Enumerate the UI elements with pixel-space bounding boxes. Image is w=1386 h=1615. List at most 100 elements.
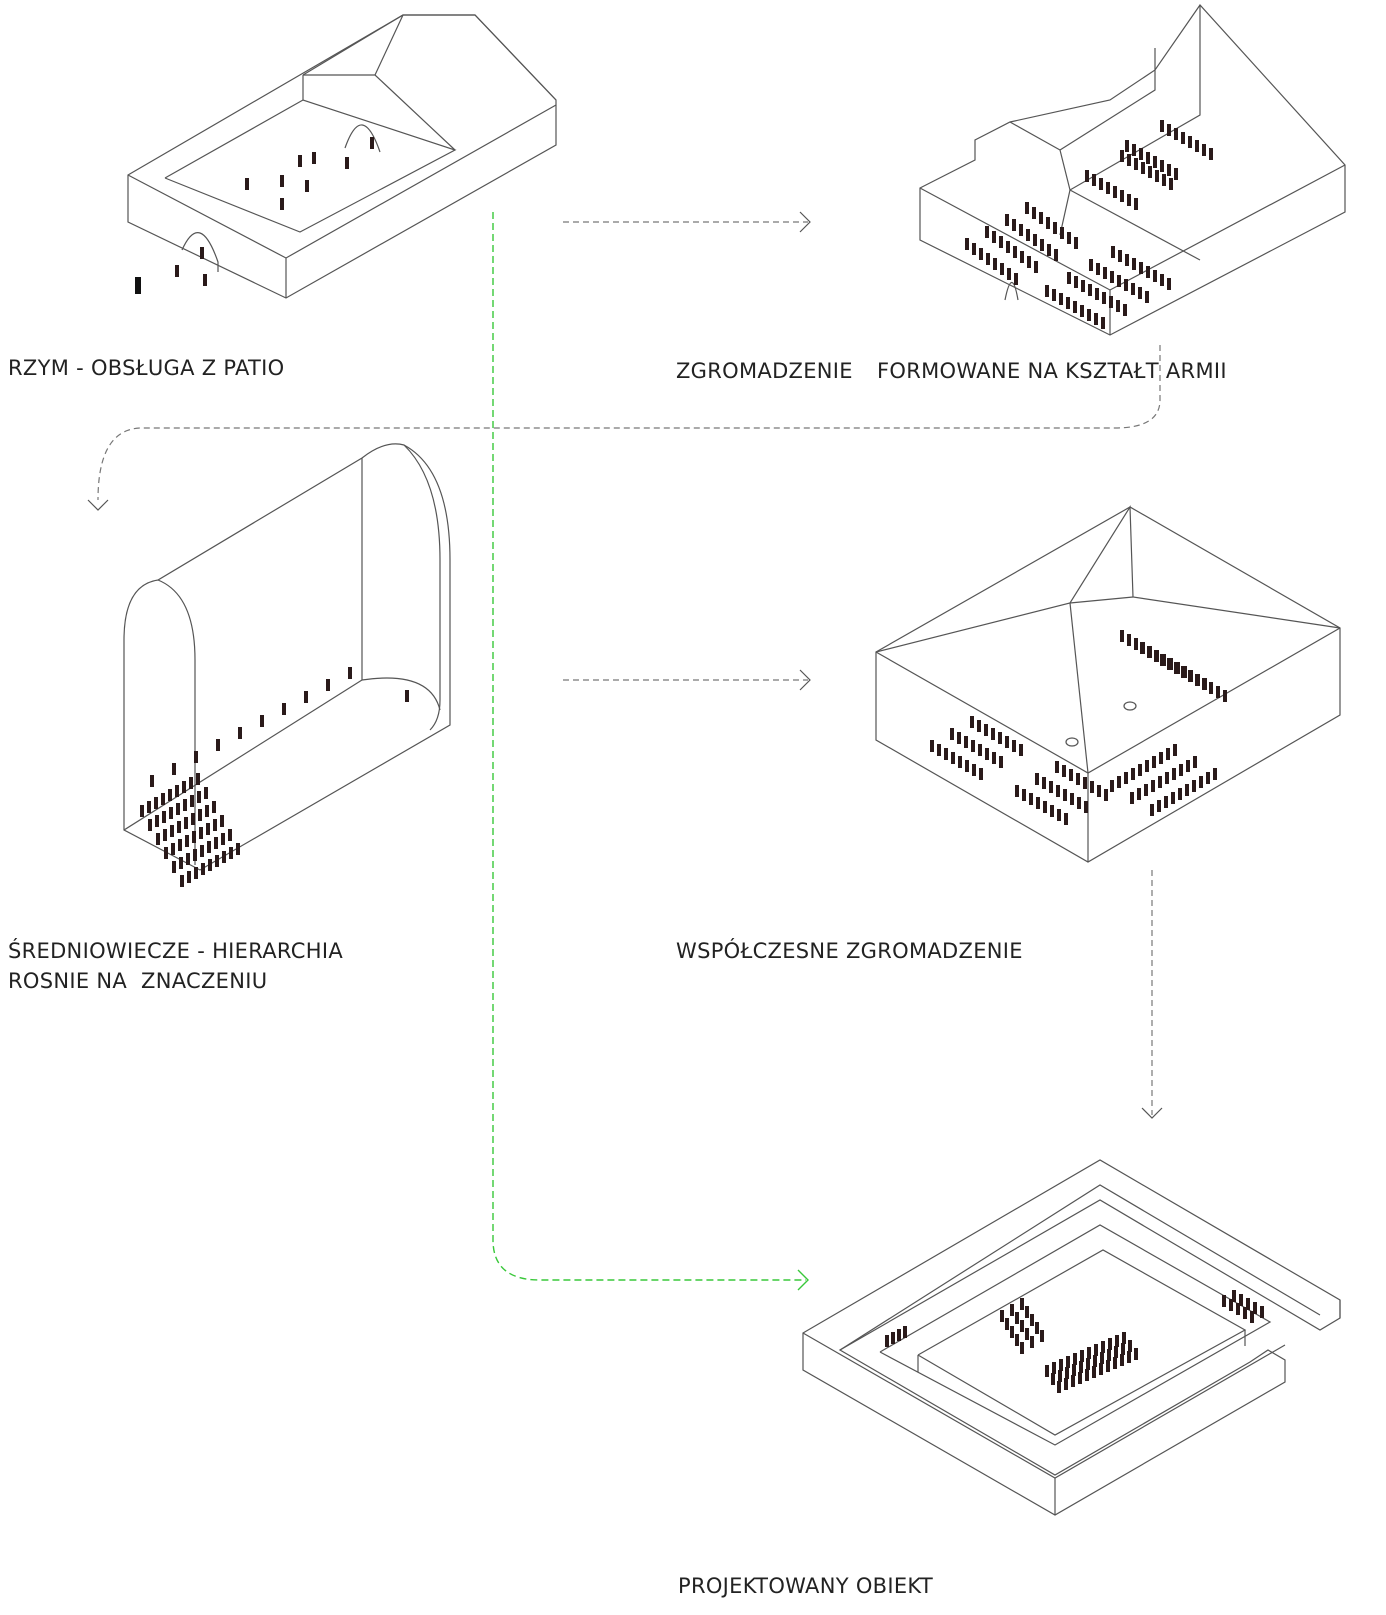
person-icon [1127,194,1131,206]
person-icon [1103,267,1107,279]
person-icon [1153,156,1157,168]
person-icon [1153,270,1157,282]
person-icon [984,724,988,736]
person-icon [1127,1351,1131,1363]
label-medieval-2: ROSNIE NA ZNACZENIU [8,969,268,993]
person-icon [951,752,955,764]
person-icon [937,744,941,756]
person-icon [1110,780,1114,792]
label-medieval-1: ŚREDNIOWIECZE - HIERARCHIA [8,939,343,963]
person-icon [1138,764,1142,776]
person-icon [1099,1363,1103,1375]
person-icon [186,853,190,865]
person-icon [944,748,948,760]
person-icon [1050,805,1054,817]
person-icon [1185,784,1189,796]
person-icon [162,811,166,823]
person-icon [891,1332,895,1344]
person-icon [245,178,249,190]
person-icon [213,819,217,831]
person-icon [201,863,205,875]
person-icon [168,789,172,801]
person-icon [1076,773,1080,785]
person-icon [1078,1372,1082,1384]
person-icon [1117,776,1121,788]
person-icon [1171,792,1175,804]
person-icon [1005,214,1009,226]
flow-arrows [87,211,1163,1291]
person-icon [1178,788,1182,800]
person-icon [1073,1353,1077,1365]
person-icon [196,773,200,785]
person-icon [1081,280,1085,292]
person-icon [1020,1320,1024,1332]
person-icon [1128,1340,1132,1352]
person-icon [1029,793,1033,805]
person-icon [171,843,175,855]
person-icon [1160,120,1164,132]
person-icon [1067,232,1071,244]
person-icon [312,152,316,164]
person-icon [1073,301,1077,313]
person-icon [175,785,179,797]
person-icon [1056,785,1060,797]
person-icon [1141,162,1145,174]
arrow-rome-to-project [492,212,806,1281]
person-icon [1181,132,1185,144]
person-icon [1080,305,1084,317]
person-icon [1106,1360,1110,1372]
person-icon [1015,785,1019,797]
person-icon [1108,1338,1112,1350]
person-icon [1159,752,1163,764]
people-figures [140,120,1264,1393]
person-icon [1040,239,1044,251]
person-icon [1083,777,1087,789]
person-icon [1005,736,1009,748]
person-icon [985,748,989,760]
person-icon [1074,237,1078,249]
person-icon [1145,760,1149,772]
person-icon [1089,259,1093,271]
person-icon [1120,190,1124,202]
person-icon [191,813,195,825]
person-icon [140,805,144,817]
person-icon [1102,292,1106,304]
person-icon [216,739,220,751]
person-icon [1132,144,1136,156]
person-icon [197,791,201,803]
person-icon [1010,1304,1014,1316]
person-icon [220,815,224,827]
person-icon [1125,254,1129,266]
person-icon [1250,1311,1254,1323]
person-icon [1113,186,1117,198]
person-icon [1195,674,1199,686]
person-icon [1167,164,1171,176]
person-icon [1206,772,1210,784]
person-icon [204,787,208,799]
person-icon [1064,1378,1068,1390]
person-icon [1012,740,1016,752]
person-icon [164,847,168,859]
person-icon [1063,789,1067,801]
person-icon [150,775,154,787]
person-icon [1115,1335,1119,1347]
person-icon [348,667,352,679]
person-icon [1085,1369,1089,1381]
person-icon [179,857,183,869]
person-icon [172,861,176,873]
person-icon [189,777,193,789]
person-icon [1120,1354,1124,1366]
person-icon [1120,150,1124,162]
person-icon [1116,300,1120,312]
person-icon [199,827,203,839]
person-icon [1111,246,1115,258]
person-icon [1084,801,1088,813]
person-icon [1122,1332,1126,1344]
person-icon [222,851,226,863]
person-icon [1160,654,1164,666]
person-icon [1137,788,1141,800]
person-icon [1117,275,1121,287]
person-icon [1236,1303,1240,1315]
